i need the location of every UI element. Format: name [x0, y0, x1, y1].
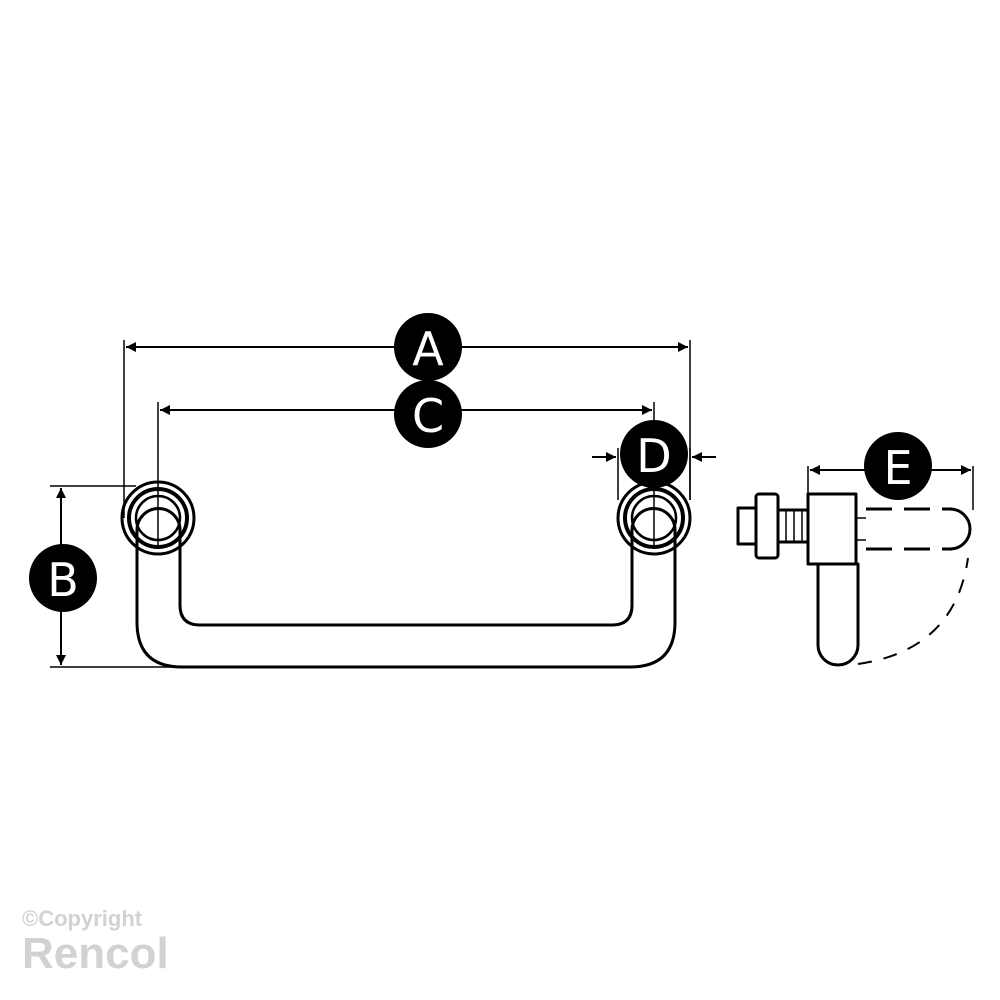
watermark-copyright: ©Copyright [22, 906, 143, 931]
bolt-tip [736, 506, 758, 546]
grip-raised-phantom [866, 507, 972, 551]
grip-down [816, 562, 860, 667]
dimension-d: D [592, 420, 716, 500]
handle-front-view [120, 480, 692, 669]
mounting-block [806, 492, 858, 566]
dimension-c-label: C [412, 389, 444, 443]
dimension-b-label: B [47, 553, 79, 607]
swing-arc [857, 557, 969, 665]
dimension-a: A [123, 313, 691, 518]
dimension-e: E [807, 432, 974, 510]
watermark-brand: Rencol [22, 929, 169, 978]
threaded-shank [776, 508, 810, 544]
dimension-a-label: A [412, 322, 444, 376]
dimension-c: C [157, 380, 655, 545]
handle-side-view [736, 492, 972, 667]
dimension-e-label: E [883, 441, 912, 495]
dimension-d-label: D [636, 429, 671, 483]
handle-inner-outline [178, 528, 634, 627]
handle-outer-outline [135, 528, 677, 669]
copyright-watermark: ©Copyright Rencol [22, 908, 169, 976]
dimension-b: B [29, 485, 180, 668]
nut [754, 492, 780, 560]
